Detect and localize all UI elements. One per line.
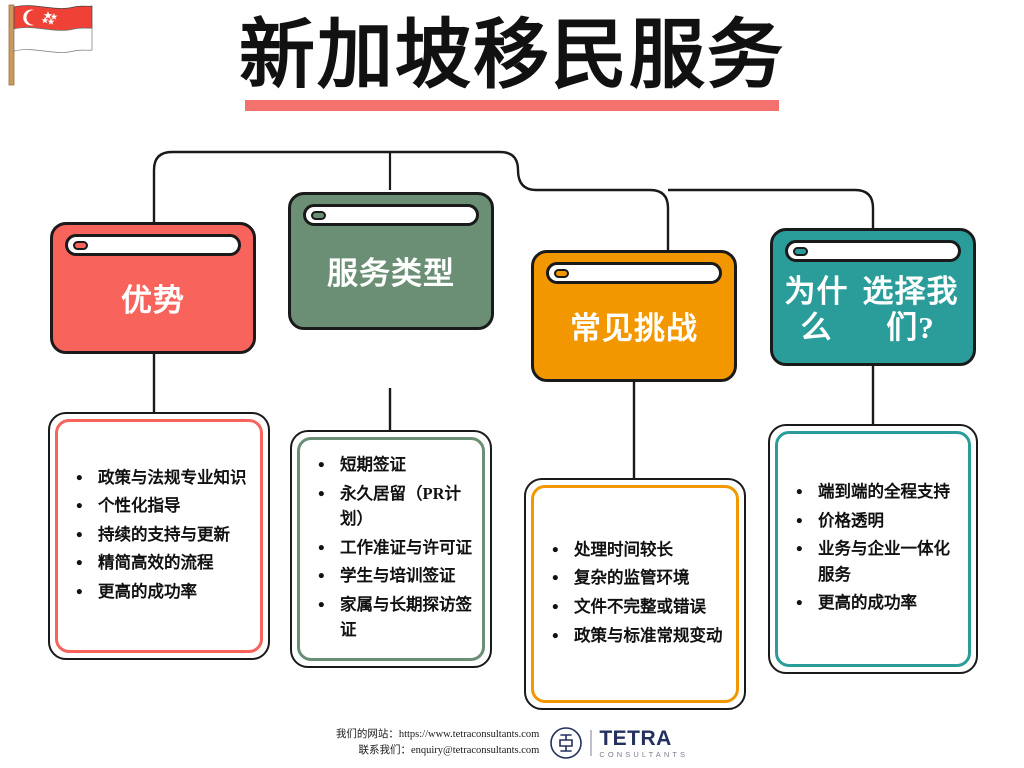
header-card-advantages[interactable]: 优势 [50,222,256,354]
list-item: 文件不完整或错误 [548,593,728,622]
connector-col4 [668,188,875,228]
content-box-why-choose-us: 端到端的全程支持价格透明业务与企业一体化服务更高的成功率 [768,424,978,674]
header-card-common-challenges[interactable]: 常见挑战 [531,250,737,382]
connector-col2-upper [499,150,650,192]
singapore-flag [4,2,100,88]
content-box-common-challenges: 处理时间较长复杂的监管环境文件不完整或错误政策与标准常规变动 [524,478,746,710]
list-item: 业务与企业一体化服务 [792,535,960,587]
card-titlebar [65,234,241,256]
card-titlebar [546,262,722,284]
logo-subtitle: CONSULTANTS [599,749,689,759]
tetra-circle-cross-logo-icon [550,727,583,759]
list-item: 短期签证 [314,451,474,480]
bullet-list-why-choose-us: 端到端的全程支持价格透明业务与企业一体化服务更高的成功率 [792,478,960,619]
content-box-inner: 端到端的全程支持价格透明业务与企业一体化服务更高的成功率 [775,431,971,667]
header-card-service-types[interactable]: 服务类型 [288,192,494,330]
list-item: 学生与培训签证 [314,562,474,591]
list-item: 持续的支持与更新 [72,521,252,550]
list-item: 端到端的全程支持 [792,478,960,507]
bullet-list-common-challenges: 处理时间较长复杂的监管环境文件不完整或错误政策与标准常规变动 [548,536,728,651]
footer: 我们的网站：https://www.tetraconsultants.com 联… [0,726,1024,760]
page-title: 新加坡移民服务 [239,14,785,98]
card-titlebar-dot-icon [554,268,569,278]
content-box-inner: 处理时间较长复杂的监管环境文件不完整或错误政策与标准常规变动 [531,485,739,703]
list-item: 处理时间较长 [548,536,728,565]
logo-name: TETRA [599,726,672,750]
card-titlebar-dot-icon [311,210,326,220]
singapore-flag-icon [8,4,93,86]
bullet-list-advantages: 政策与法规专业知识个性化指导持续的支持与更新精简高效的流程更高的成功率 [72,464,252,608]
card-titlebar [303,204,479,226]
tetra-logo: TETRA CONSULTANTS [549,726,688,760]
content-box-service-types: 短期签证永久居留（PR计划）工作准证与许可证学生与培训签证家属与长期探访签证 [290,430,492,668]
content-box-advantages: 政策与法规专业知识个性化指导持续的支持与更新精简高效的流程更高的成功率 [48,412,270,660]
header-card-why-choose-us[interactable]: 为什么选择我们? [770,228,976,366]
content-box-inner: 政策与法规专业知识个性化指导持续的支持与更新精简高效的流程更高的成功率 [55,419,263,653]
list-item: 精简高效的流程 [72,549,252,578]
footer-website-line: 我们的网站：https://www.tetraconsultants.com [335,728,540,740]
header-card-label: 服务类型 [327,255,455,291]
card-titlebar [785,240,961,262]
list-item: 政策与标准常规变动 [548,622,728,651]
list-item: 个性化指导 [72,492,252,521]
list-item: 更高的成功率 [72,578,252,607]
connector-col3 [649,188,670,250]
list-item: 更高的成功率 [792,589,960,618]
list-item: 永久居留（PR计划） [314,480,474,532]
card-titlebar-dot-icon [793,246,808,256]
card-titlebar-dot-icon [73,240,88,250]
header-card-label: 为什么选择我们? [784,273,959,345]
list-item: 价格透明 [792,507,960,536]
header-card-label: 优势 [121,282,185,318]
logo-wordmark: TETRA CONSULTANTS [599,728,688,759]
footer-contact-line: 联系我们：enquiry@tetraconsultants.com [358,745,540,756]
logo-divider [590,730,593,756]
bullet-list-service-types: 短期签证永久居留（PR计划）工作准证与许可证学生与培训签证家属与长期探访签证 [314,451,474,646]
title-underline [245,100,779,111]
list-item: 工作准证与许可证 [314,534,474,563]
list-item: 复杂的监管环境 [548,564,728,593]
list-item: 政策与法规专业知识 [72,464,252,493]
list-item: 家属与长期探访签证 [314,591,474,643]
header-card-label: 常见挑战 [570,310,698,346]
title-block: 新加坡移民服务 [0,18,1024,111]
content-box-inner: 短期签证永久居留（PR计划）工作准证与许可证学生与培训签证家属与长期探访签证 [297,437,485,661]
footer-contact-text: 我们的网站：https://www.tetraconsultants.com 联… [336,727,539,760]
